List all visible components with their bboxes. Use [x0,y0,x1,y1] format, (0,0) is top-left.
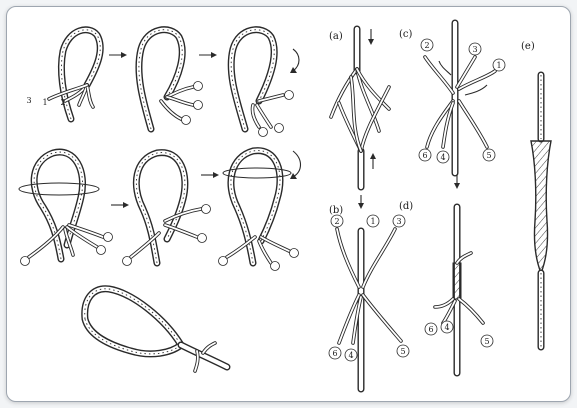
eye-splice-step-5 [122,149,211,267]
strand-number-3: 3 [396,217,401,226]
panel-a: (a) [329,25,391,191]
panel-b-label: (b) [329,205,343,216]
step-arrow [201,172,219,178]
strand-number-1: 1 [42,98,47,107]
panel-b: (b) 2 1 3 6 4 5 [328,195,410,393]
panel-e: (e) [521,41,552,351]
strand-number-3: 3 [472,45,477,54]
illustration-frame: 3 1 2 [6,6,571,402]
panel-a-strands [329,67,391,153]
panel-d: (d) 6 4 5 [399,175,494,377]
panel-c: (c) 2 3 1 6 4 5 [399,19,506,177]
panel-e-label: (e) [521,41,535,52]
strand-number-1: 1 [496,61,501,70]
strand-number-4: 4 [348,351,353,360]
strand-number-2: 2 [334,217,339,226]
step-arrow [111,202,129,208]
step-arrow [109,52,127,58]
strand-number-2: 2 [60,98,65,107]
panel-d-label: (d) [399,201,413,212]
panel-c-label: (c) [399,29,413,40]
eye-splice-step-4 [18,148,113,266]
strand-number-1: 1 [370,217,375,226]
strand-number-5: 5 [484,337,489,346]
eye-splice-step-2 [135,26,203,133]
strand-number-5: 5 [400,347,405,356]
eye-splice-step-3 [227,26,300,137]
strand-number-4: 4 [440,153,445,162]
finished-eye-splice [81,285,231,373]
strand-number-6: 6 [332,349,337,358]
step-arrow [199,52,217,58]
rope-splicing-diagram: 3 1 2 [18,19,552,393]
strand-number-3: 3 [26,96,31,105]
strand-number-2: 2 [424,41,429,50]
eye-splice-step-6 [218,147,302,271]
eye-splice-step-1: 3 1 2 [26,26,104,123]
panel-a-label: (a) [329,31,343,42]
strand-number-6: 6 [422,151,427,160]
strand-number-6: 6 [428,325,433,334]
strand-number-5: 5 [486,151,491,160]
strand-number-4: 4 [444,323,449,332]
